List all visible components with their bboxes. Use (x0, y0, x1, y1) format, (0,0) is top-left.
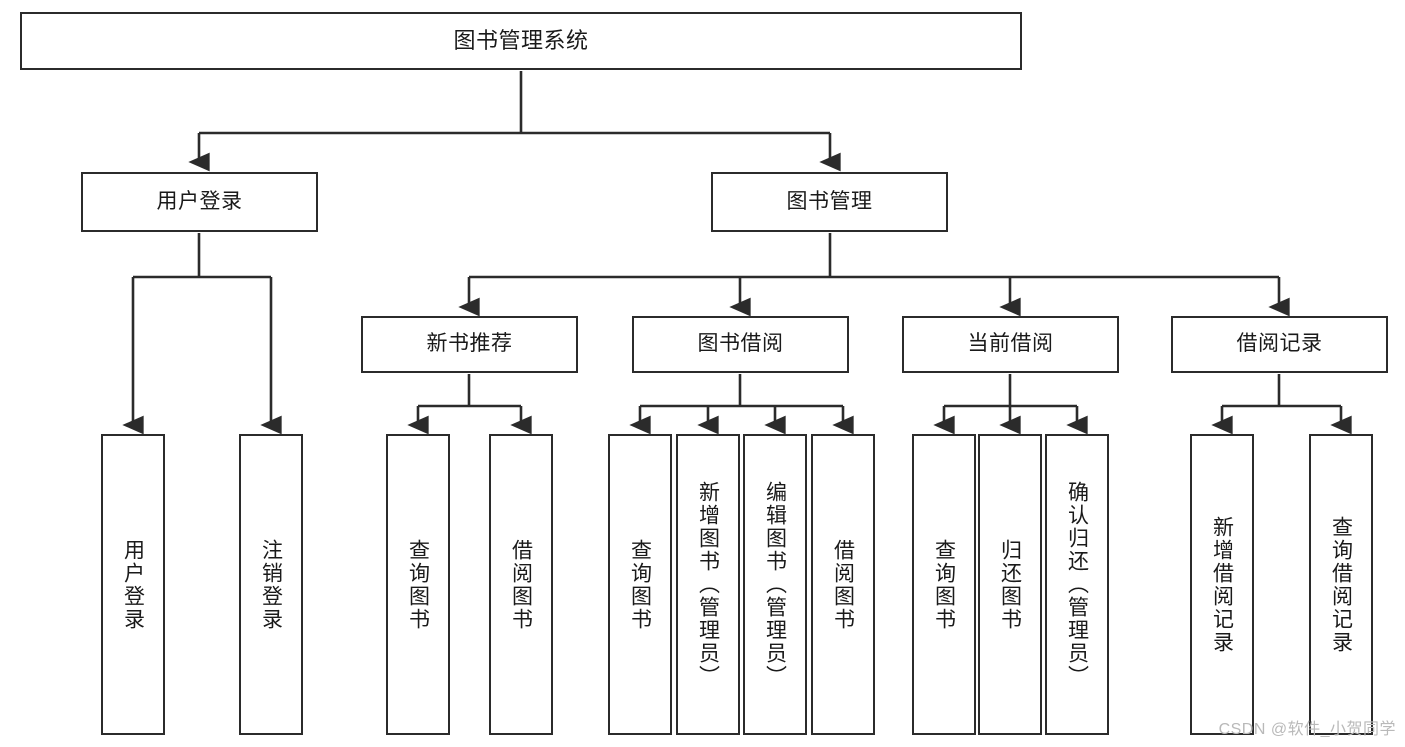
node-leaf-edit-book[interactable]: 编辑图书（管理员） (743, 434, 807, 735)
node-leaf-confirm-return-label: 确认归还（管理员） (1065, 481, 1089, 688)
node-leaf-user-login[interactable]: 用户登录 (101, 434, 165, 735)
node-user-login[interactable]: 用户登录 (81, 172, 318, 232)
node-leaf-query-book-2[interactable]: 查询图书 (608, 434, 672, 735)
node-book-manage-label: 图书管理 (786, 189, 873, 213)
node-leaf-borrow-book-1-label: 借阅图书 (509, 538, 533, 631)
node-leaf-query-book-1-label: 查询图书 (406, 538, 430, 631)
node-leaf-query-book-1[interactable]: 查询图书 (386, 434, 450, 735)
node-leaf-return-book[interactable]: 归还图书 (978, 434, 1042, 735)
node-borrow-record[interactable]: 借阅记录 (1171, 316, 1388, 373)
node-leaf-add-book-label: 新增图书（管理员） (696, 481, 720, 688)
csdn-watermark: CSDN @软件_小贺同学 (1218, 721, 1396, 738)
node-new-book-rec-label: 新书推荐 (426, 332, 513, 356)
node-leaf-add-record-label: 新增借阅记录 (1210, 515, 1234, 654)
node-book-borrow[interactable]: 图书借阅 (632, 316, 849, 373)
node-leaf-query-record[interactable]: 查询借阅记录 (1309, 434, 1373, 735)
node-leaf-borrow-book-2[interactable]: 借阅图书 (811, 434, 875, 735)
node-leaf-logout[interactable]: 注销登录 (239, 434, 303, 735)
node-leaf-query-book-2-label: 查询图书 (628, 538, 652, 631)
node-leaf-add-record[interactable]: 新增借阅记录 (1190, 434, 1254, 735)
node-book-borrow-label: 图书借阅 (697, 332, 784, 356)
node-leaf-query-book-3-label: 查询图书 (932, 538, 956, 631)
node-book-manage[interactable]: 图书管理 (711, 172, 948, 232)
node-leaf-edit-book-label: 编辑图书（管理员） (763, 481, 787, 688)
node-new-book-rec[interactable]: 新书推荐 (361, 316, 578, 373)
node-user-login-label: 用户登录 (156, 189, 243, 213)
node-leaf-user-login-label: 用户登录 (121, 538, 145, 631)
node-leaf-return-book-label: 归还图书 (998, 538, 1022, 631)
node-borrow-record-label: 借阅记录 (1236, 332, 1323, 356)
node-leaf-query-record-label: 查询借阅记录 (1329, 515, 1353, 654)
node-root-label: 图书管理系统 (453, 28, 589, 54)
node-leaf-confirm-return[interactable]: 确认归还（管理员） (1045, 434, 1109, 735)
node-leaf-borrow-book-1[interactable]: 借阅图书 (489, 434, 553, 735)
node-current-borrow-label: 当前借阅 (967, 332, 1054, 356)
node-current-borrow[interactable]: 当前借阅 (902, 316, 1119, 373)
node-root[interactable]: 图书管理系统 (20, 12, 1022, 70)
node-leaf-query-book-3[interactable]: 查询图书 (912, 434, 976, 735)
node-leaf-borrow-book-2-label: 借阅图书 (831, 538, 855, 631)
node-leaf-logout-label: 注销登录 (259, 538, 283, 631)
node-leaf-add-book[interactable]: 新增图书（管理员） (676, 434, 740, 735)
